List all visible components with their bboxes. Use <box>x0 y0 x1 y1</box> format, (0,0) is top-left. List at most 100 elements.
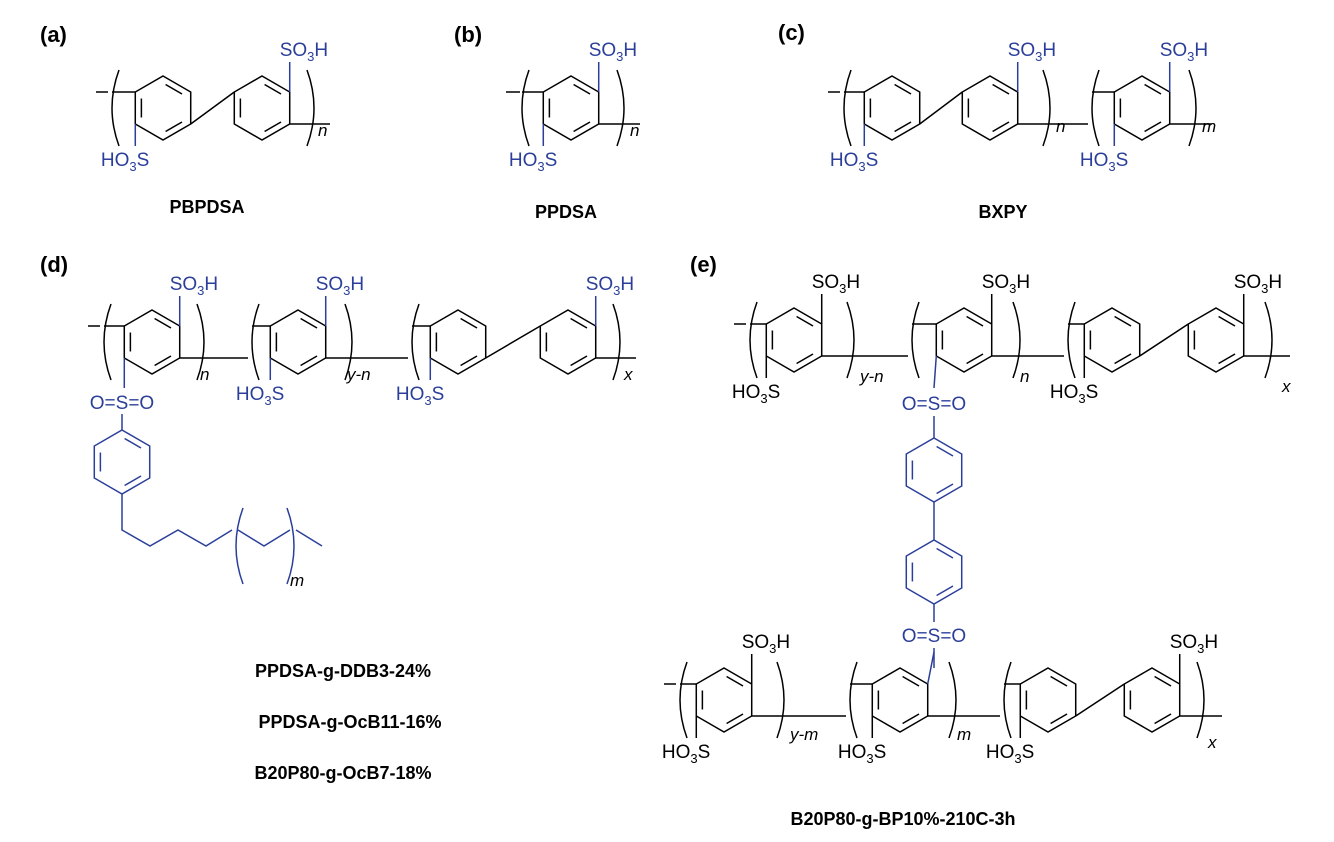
bond-line <box>992 83 1010 95</box>
bond-line <box>796 315 814 327</box>
bond-line <box>165 83 183 95</box>
chemical-bond-drawings <box>88 62 1290 739</box>
panel-e-index-x-top: x <box>1281 377 1291 396</box>
benzene-ring <box>765 307 823 373</box>
sulfonic-acid-group: SO3H <box>316 274 364 298</box>
bond-line <box>154 317 172 329</box>
right-bracket <box>1042 69 1051 147</box>
panel-d-index-n: n <box>200 365 209 384</box>
bond-line <box>966 315 984 327</box>
bond-line <box>936 585 954 597</box>
bond-line <box>1075 683 1125 717</box>
left-bracket <box>843 69 852 147</box>
panel-c-name: BXPY <box>978 202 1027 222</box>
bond-line <box>154 355 172 367</box>
alkyl-chain <box>237 529 291 547</box>
bond-line <box>726 713 744 725</box>
bond-line <box>570 355 588 367</box>
bond-line <box>1139 323 1189 357</box>
right-bracket <box>286 507 295 585</box>
benzene-ring <box>134 75 192 141</box>
panel-e-sulfonyl-group-bottom: O=S=O <box>902 626 966 647</box>
panel-d-name-1: PPDSA-g-DDB3-24% <box>255 661 431 681</box>
bond-line <box>1154 713 1172 725</box>
left-bracket <box>679 661 688 739</box>
benzene-ring <box>93 429 151 495</box>
right-bracket <box>612 303 621 381</box>
sulfonic-acid-group: SO3H <box>170 274 218 298</box>
right-bracket <box>1188 69 1197 147</box>
sulfonic-acid-group: SO3H <box>742 632 790 656</box>
panel-d-index-y-n: y-n <box>346 365 371 384</box>
bond-line <box>264 83 282 95</box>
sulfonic-acid-group: SO3H <box>1160 40 1208 64</box>
bond-line <box>1154 675 1172 687</box>
benzene-ring <box>429 309 487 375</box>
panel-d-name-3: B20P80-g-OcB7-18% <box>254 763 431 783</box>
left-bracket <box>521 69 530 147</box>
left-bracket <box>235 507 244 585</box>
benzene-ring <box>1113 75 1171 141</box>
sulfonic-acid-group-left: HO3S <box>662 742 710 766</box>
right-bracket <box>306 69 315 147</box>
bond-line <box>300 317 318 329</box>
benzene-ring <box>123 309 181 375</box>
bond-line <box>936 445 954 457</box>
benzene-ring <box>961 75 1019 141</box>
bond-line <box>460 317 478 329</box>
sulfonic-acid-group-left: HO3S <box>509 150 557 174</box>
bond-line <box>1144 121 1162 133</box>
bond-line <box>902 675 920 687</box>
benzene-ring <box>542 75 600 141</box>
left-bracket <box>1091 69 1100 147</box>
right-bracket <box>846 301 855 379</box>
atom-labels: SO3H HO3S SO3H HO3S SO3H HO3S SO3H HO3S SO3H SO3H… <box>101 40 1282 766</box>
right-bracket <box>344 303 353 381</box>
sulfonic-acid-group-left: HO3S <box>1050 382 1098 406</box>
panel-d-sulfonyl-group: O=S=O <box>90 393 154 414</box>
panel-b-name: PPDSA <box>535 202 597 222</box>
panel-c-index-n: n <box>1056 117 1065 136</box>
panel-a-name: PBPDSA <box>169 197 244 217</box>
right-bracket <box>776 661 785 739</box>
sulfonic-acid-group: SO3H <box>982 272 1030 296</box>
bond-line <box>933 355 938 389</box>
bond-line <box>1050 713 1068 725</box>
bond-line <box>796 353 814 365</box>
right-bracket <box>196 303 205 381</box>
bond-line <box>894 83 912 95</box>
sulfonic-acid-group: SO3H <box>1170 632 1218 656</box>
left-bracket <box>411 303 420 381</box>
sulfonic-acid-group-left: HO3S <box>101 150 149 174</box>
bond-line <box>1218 353 1236 365</box>
left-bracket <box>911 301 920 379</box>
bond-line <box>165 121 183 133</box>
panel-e-index-x-bottom: x <box>1207 733 1217 752</box>
panel-e-index-y-m: y-m <box>789 725 818 744</box>
bond-line <box>992 121 1010 133</box>
panel-b-label: (b) <box>454 22 482 47</box>
left-bracket <box>749 301 758 379</box>
bond-line <box>124 475 142 487</box>
panel-d-label: (d) <box>40 252 68 277</box>
right-bracket <box>616 69 625 147</box>
sulfonic-acid-group: SO3H <box>589 40 637 64</box>
panel-b-index-n: n <box>630 121 639 140</box>
sulfonic-acid-group-left: HO3S <box>986 742 1034 766</box>
left-bracket <box>103 303 112 381</box>
bond-line <box>460 355 478 367</box>
right-bracket <box>1012 301 1021 379</box>
bond-line <box>485 325 541 359</box>
panel-a-index-n: n <box>318 121 327 140</box>
left-bracket <box>1003 661 1012 739</box>
benzene-ring <box>1187 307 1245 373</box>
benzene-ring <box>935 307 993 373</box>
bond-line <box>936 547 954 559</box>
alkyl-chain <box>121 494 233 547</box>
bond-line <box>1050 675 1068 687</box>
benzene-ring <box>539 309 597 375</box>
panel-d-name-2: PPDSA-g-OcB11-16% <box>258 712 441 732</box>
sulfonic-acid-group: SO3H <box>586 274 634 298</box>
sulfonic-acid-group-left: HO3S <box>236 384 284 408</box>
